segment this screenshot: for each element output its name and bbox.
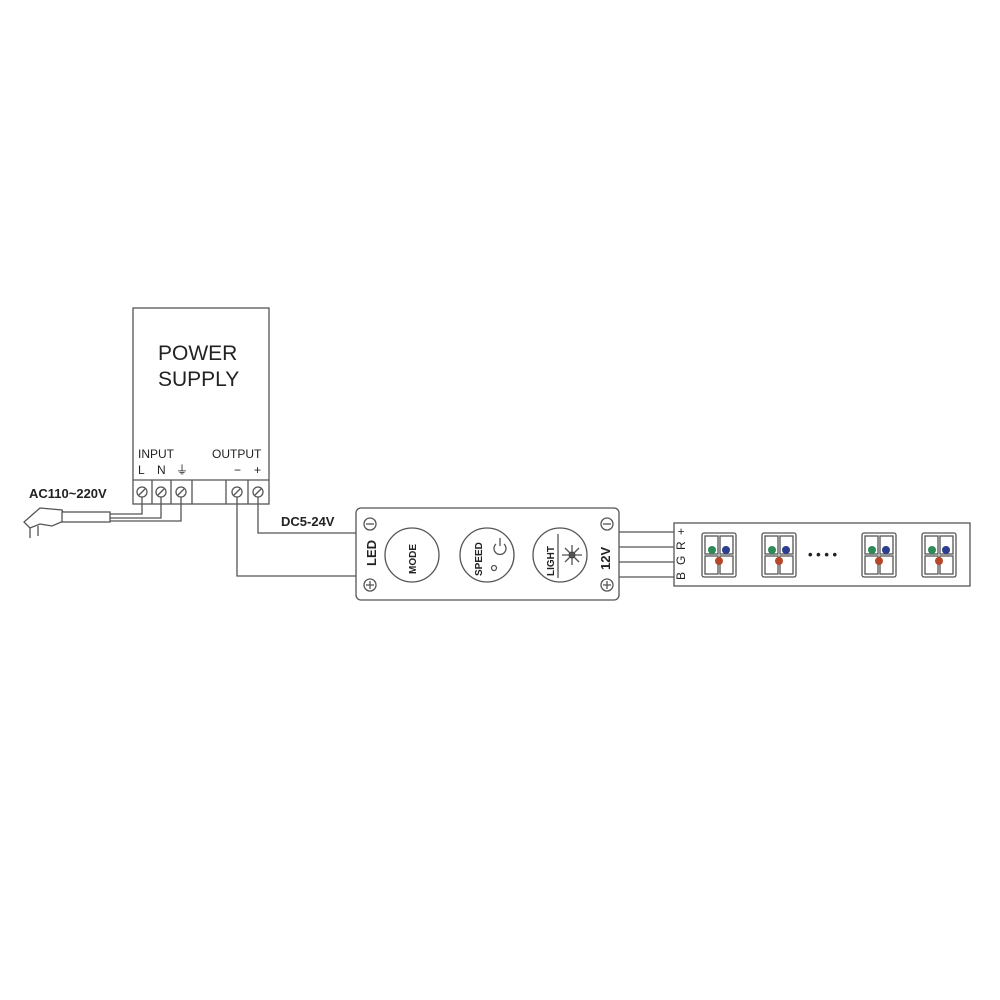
led-strip: + R G B • • • • (673, 522, 971, 587)
terminal-N-label: N (157, 463, 166, 477)
green-led-dot (928, 546, 936, 554)
screw-icon-top-right (600, 517, 614, 531)
red-led-dot (875, 557, 883, 565)
terminal-screw-N (155, 486, 167, 498)
rgb-output-wires (619, 531, 676, 578)
red-led-dot (775, 557, 783, 565)
green-led-dot (768, 546, 776, 554)
ac-voltage-label: AC110~220V (29, 486, 107, 501)
blue-led-dot (882, 546, 890, 554)
sun-icon (562, 545, 582, 565)
voltage-label: 12V (598, 547, 613, 570)
small-sun-icon (490, 564, 498, 572)
ac-plug-icon (23, 507, 111, 538)
ac-wires (110, 497, 182, 522)
output-label: OUTPUT (212, 447, 262, 461)
led-controller: LED 12V MODE SPEED LIGHT (355, 507, 620, 601)
dc-wires (236, 497, 356, 577)
terminal-ground-label: ⏚ (176, 463, 188, 477)
screw-icon-top-left (363, 517, 377, 531)
dc-voltage-label: DC5-24V (281, 514, 335, 529)
screw-icon-bottom-right (600, 578, 614, 592)
input-label: INPUT (138, 447, 175, 461)
strip-pin-R: R (674, 541, 688, 550)
power-supply-title-line2: SUPPLY (158, 368, 239, 391)
mode-button[interactable]: MODE (384, 527, 440, 583)
terminal-L-label: L (138, 463, 145, 477)
terminal-plus-label: + (254, 463, 261, 477)
rgb-led-chip (861, 532, 897, 578)
strip-pin-G: G (674, 556, 688, 565)
power-supply: POWER SUPPLY INPUT OUTPUT L N ⏚ − + (132, 307, 270, 505)
power-icon (493, 538, 507, 556)
screw-icon-bottom-left (363, 578, 377, 592)
light-button[interactable]: LIGHT (532, 527, 588, 583)
terminal-screw-ground (175, 486, 187, 498)
strip-pin-plus: + (674, 528, 688, 535)
terminal-screw-L (136, 486, 148, 498)
power-supply-box (132, 307, 270, 505)
blue-led-dot (722, 546, 730, 554)
blue-led-dot (942, 546, 950, 554)
terminal-minus-label: − (234, 463, 241, 477)
red-led-dot (935, 557, 943, 565)
strip-pin-B: B (674, 572, 688, 580)
light-button-label: LIGHT (546, 546, 557, 576)
led-label: LED (364, 540, 379, 566)
speed-button[interactable]: SPEED (459, 527, 515, 583)
green-led-dot (868, 546, 876, 554)
rgb-led-chip (921, 532, 957, 578)
strip-ellipsis: • • • • (808, 547, 837, 562)
power-supply-title-line1: POWER (158, 342, 237, 365)
mode-button-label: MODE (408, 544, 419, 574)
rgb-led-chip (761, 532, 797, 578)
terminal-screw-plus (252, 486, 264, 498)
blue-led-dot (782, 546, 790, 554)
speed-button-label: SPEED (474, 542, 485, 576)
red-led-dot (715, 557, 723, 565)
terminal-screw-minus (231, 486, 243, 498)
green-led-dot (708, 546, 716, 554)
rgb-led-chip (701, 532, 737, 578)
